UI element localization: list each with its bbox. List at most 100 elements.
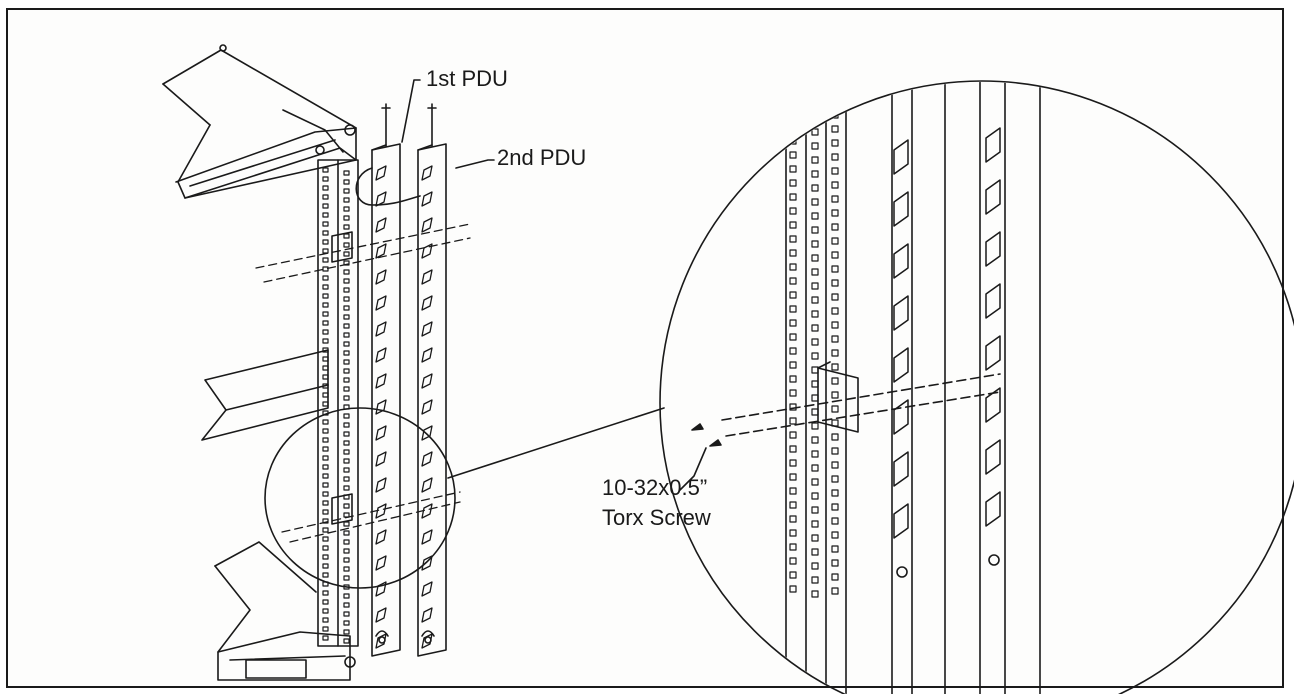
rail-hole: [789, 277, 797, 285]
rail-hole: [789, 305, 797, 313]
rail-hole: [322, 239, 329, 245]
rail-hole: [322, 257, 329, 263]
pdu-outlet-slot: [893, 191, 909, 227]
pdu-outlet-slot: [421, 321, 433, 337]
rail-hole: [789, 417, 797, 425]
rail-hole: [343, 350, 350, 356]
rail-hole: [322, 617, 329, 623]
pdu-power-cable: [355, 167, 421, 206]
pdu-outlet-slot: [893, 243, 909, 279]
second-pdu-strip: [417, 103, 447, 657]
rail-hole: [789, 151, 797, 159]
second-pdu-pointer: [455, 159, 495, 169]
rail-hole: [322, 347, 329, 353]
rail-hole: [343, 215, 350, 221]
rail-hole: [831, 405, 839, 413]
rail-hole: [811, 436, 819, 444]
rail-hole: [322, 491, 329, 497]
rail-hole: [831, 237, 839, 245]
rail-hole: [343, 638, 350, 644]
rail-hole: [831, 391, 839, 399]
rail-hole: [789, 333, 797, 341]
rail-hole: [789, 235, 797, 243]
pdu-outlet-slot: [985, 231, 1001, 267]
rail-hole: [322, 392, 329, 398]
rail-hole: [343, 449, 350, 455]
rail-hole: [343, 314, 350, 320]
detail-leader-line: [447, 407, 665, 479]
rail-hole: [811, 338, 819, 346]
rail-hole: [811, 310, 819, 318]
rail-hole: [322, 194, 329, 200]
rail-hole: [322, 473, 329, 479]
rail-hole: [811, 506, 819, 514]
rail-hole: [343, 566, 350, 572]
rail-hole: [789, 193, 797, 201]
top-rack-bracket: [162, 44, 357, 199]
pdu-outlet-slot: [893, 347, 909, 383]
rail-hole: [343, 539, 350, 545]
rail-hole: [322, 212, 329, 218]
pdu-outlet-slot: [893, 139, 909, 175]
pdu-outlet-slot: [421, 373, 433, 389]
rail-hole: [343, 386, 350, 392]
rail-hole: [811, 240, 819, 248]
rail-hole: [322, 176, 329, 182]
rail-hole: [343, 341, 350, 347]
rail-hole: [322, 572, 329, 578]
rail-hole: [831, 251, 839, 259]
rail-hole: [811, 464, 819, 472]
pdu-outlet-slot: [375, 529, 387, 545]
rail-hole: [322, 311, 329, 317]
rail-hole: [322, 401, 329, 407]
rail-hole: [343, 620, 350, 626]
pdu-outlet-slot: [985, 335, 1001, 371]
rail-hole: [343, 206, 350, 212]
rail-hole: [811, 590, 819, 598]
rail-hole: [831, 195, 839, 203]
upper-mounting-bracket: [331, 231, 353, 263]
rail-hole: [322, 419, 329, 425]
detail-callout-circle: [264, 407, 456, 589]
rail-hole: [831, 167, 839, 175]
rail-hole: [343, 278, 350, 284]
rail-hole: [831, 517, 839, 525]
pdu-outlet-slot: [421, 269, 433, 285]
rail-hole: [322, 509, 329, 515]
upper-alignment-dashes: [255, 223, 471, 283]
rail-hole: [789, 263, 797, 271]
rail-hole: [343, 188, 350, 194]
rail-hole: [831, 363, 839, 371]
rail-hole: [322, 464, 329, 470]
rail-hole: [789, 319, 797, 327]
pdu-outlet-slot: [421, 607, 433, 623]
rail-hole: [322, 536, 329, 542]
rail-hole: [811, 562, 819, 570]
rail-hole: [322, 275, 329, 281]
pdu-outlet-slot: [375, 165, 387, 181]
rail-hole: [322, 374, 329, 380]
rail-hole: [343, 332, 350, 338]
rail-hole: [811, 142, 819, 150]
rail-hole: [343, 197, 350, 203]
rail-hole: [343, 458, 350, 464]
pdu-outlet-slot: [375, 477, 387, 493]
rail-hole: [831, 475, 839, 483]
rail-hole: [343, 413, 350, 419]
rail-hole: [789, 207, 797, 215]
rail-hole: [322, 230, 329, 236]
pdu-outlet-slot: [375, 191, 387, 207]
rail-hole: [322, 221, 329, 227]
rail-hole: [811, 478, 819, 486]
rail-hole: [343, 548, 350, 554]
rail-hole: [831, 321, 839, 329]
rail-hole: [789, 515, 797, 523]
rail-hole: [789, 571, 797, 579]
pdu-outlet-slot: [893, 399, 909, 435]
rail-hole: [831, 503, 839, 511]
rail-hole: [789, 473, 797, 481]
rail-hole: [343, 575, 350, 581]
rail-hole: [343, 287, 350, 293]
rail-hole: [343, 503, 350, 509]
rail-hole: [343, 485, 350, 491]
